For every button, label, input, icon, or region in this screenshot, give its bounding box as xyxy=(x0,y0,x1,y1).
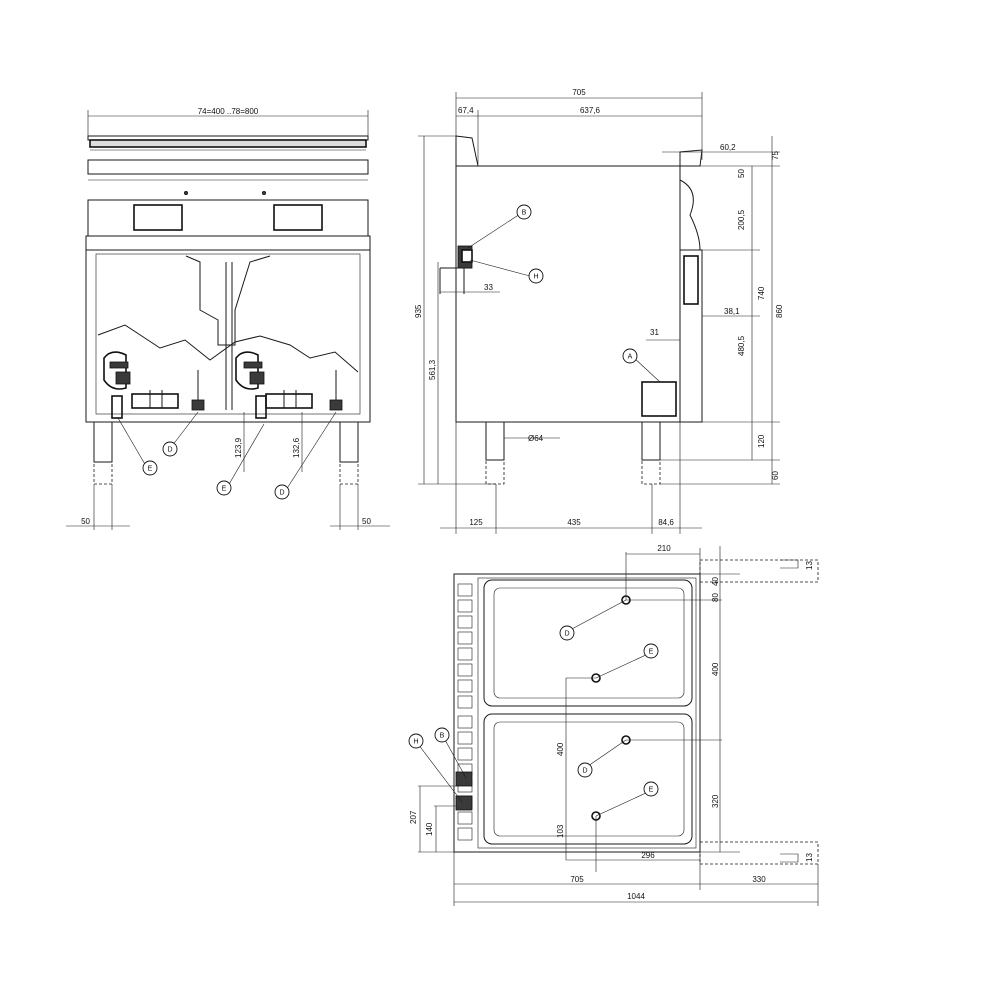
side-callout-b: B xyxy=(522,210,527,217)
top-callout-b: B xyxy=(440,733,445,740)
side-dim-31: 31 xyxy=(650,328,659,337)
top-d-103: 103 xyxy=(556,824,565,838)
side-left-offset: 67,4 xyxy=(458,106,474,115)
side-height-total: 935 xyxy=(414,304,423,318)
side-overall-depth: 705 xyxy=(572,88,586,97)
top-callout-d-2: D xyxy=(582,768,587,775)
top-side-note-bottom: 13 xyxy=(805,853,814,862)
front-view: 74=400 ..78=800 xyxy=(66,107,390,530)
top-width-330: 330 xyxy=(752,875,766,884)
front-dim-a: 123,9 xyxy=(234,437,243,458)
front-dim-b: 132,6 xyxy=(292,437,301,458)
top-d-320: 320 xyxy=(711,794,720,808)
top-d-296: 296 xyxy=(641,851,655,860)
top-d-400-inner: 400 xyxy=(556,742,565,756)
top-width-total: 1044 xyxy=(627,892,645,901)
front-callout-e-2: E xyxy=(222,486,227,493)
side-height-mid: 561,3 xyxy=(428,359,437,380)
side-right-d2: 200,5 xyxy=(737,209,746,230)
side-right-top: 75 xyxy=(771,151,780,160)
side-right-d5: 38,1 xyxy=(724,307,740,316)
side-callout-a: A xyxy=(628,354,633,361)
top-d-80: 80 xyxy=(711,593,720,602)
top-d-207: 207 xyxy=(409,810,418,824)
side-diam: Ø64 xyxy=(528,434,544,443)
side-bottom-mid: 435 xyxy=(567,518,581,527)
side-right-d3: 740 xyxy=(757,286,766,300)
top-width-705: 705 xyxy=(570,875,584,884)
side-right-offset: 60,2 xyxy=(720,143,736,152)
side-right-d1: 50 xyxy=(737,169,746,178)
top-d-140: 140 xyxy=(425,822,434,836)
side-right-d8: 60 xyxy=(771,471,780,480)
side-dim-33: 33 xyxy=(484,283,493,292)
top-width: 210 xyxy=(657,544,671,553)
side-callout-h: H xyxy=(533,274,538,281)
top-callout-e-2: E xyxy=(649,787,654,794)
side-bottom-right: 84,6 xyxy=(658,518,674,527)
top-callout-e-1: E xyxy=(649,649,654,656)
front-callout-e-1: E xyxy=(148,466,153,473)
front-top-dim: 74=400 ..78=800 xyxy=(198,107,259,116)
side-top-depth: 637,6 xyxy=(580,106,601,115)
side-view: 705 67,4 637,6 33 31 Ø64 xyxy=(414,88,784,534)
front-left-leg-dim: 50 xyxy=(81,517,90,526)
front-callout-d-2: D xyxy=(279,490,284,497)
front-callout-d-1: D xyxy=(167,447,172,454)
side-bottom-left: 125 xyxy=(469,518,483,527)
front-right-leg-dim: 50 xyxy=(362,517,371,526)
side-right-d4: 860 xyxy=(775,304,784,318)
side-right-d7: 120 xyxy=(757,434,766,448)
top-side-note-top: 13 xyxy=(805,561,814,570)
top-d-40: 40 xyxy=(711,577,720,586)
top-d-400: 400 xyxy=(711,662,720,676)
side-right-d6: 480,5 xyxy=(737,335,746,356)
top-callout-d-1: D xyxy=(564,631,569,638)
top-view: 210 40 80 400 320 400 103 13 13 207 140 … xyxy=(408,544,819,906)
top-callout-h: H xyxy=(413,739,418,746)
